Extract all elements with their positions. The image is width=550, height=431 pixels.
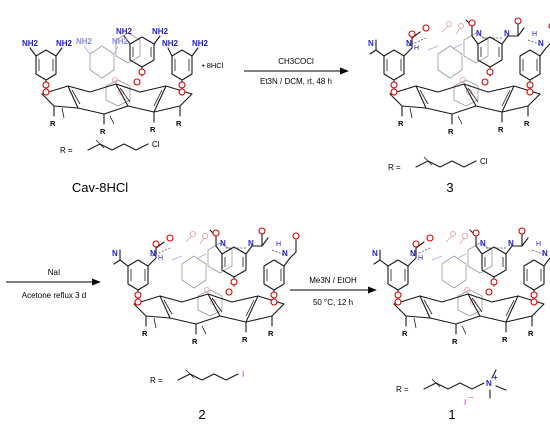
compound-label-3: 3 [446,180,453,195]
molecule-2: N N N N N H H R R R R [112,227,300,346]
nh2-label: NH2 [152,27,169,36]
r-prefix: R = [150,376,163,385]
r-atom: R [268,329,274,338]
r-atom: R [192,337,198,346]
r-definition-1: R = N + I − [396,369,507,407]
reaction-arrow-2: NaI Acetone reflux 3 d [6,268,101,300]
r-atom: R [50,119,56,128]
n-label: N [504,29,510,38]
ammonium-nitrogen: N [486,379,492,388]
r-atom: R [398,119,404,128]
r-definition-2: R = I [150,369,244,385]
nh2-label: NH2 [162,39,179,48]
reaction-arrow-1: CH3COCl Et3N / DCM, rt, 48 h [244,57,349,86]
r-prefix: R = [396,385,409,394]
reaction-arrow-3: Me3N / EtOH 50 °C, 12 h [290,276,377,307]
n-label: N [508,239,514,248]
condition-label: 50 °C, 12 h [313,298,353,307]
r-definition-3: R = Cl [388,156,488,172]
r-atom: R [448,127,454,136]
condition-label: Et3N / DCM, rt, 48 h [260,77,332,86]
h-label: H [536,241,541,248]
r-prefix: R = [388,163,401,172]
n-label: N [368,39,374,48]
r-atom: R [498,125,504,134]
ammonium-charge: + [493,373,498,382]
n-label: N [112,249,118,258]
salt-label: • 8HCl [202,61,224,70]
h-label: H [414,45,419,52]
n-label: N [248,239,254,248]
compound-label-cav-8hcl: Cav-8HCl [72,180,128,195]
nh2-label: NH2 [56,39,73,48]
chlorine-terminus: Cl [152,140,160,149]
molecule-cav-8hcl: NH2 NH2 NH2 NH2 NH2 NH2 NH2 NH2 • 8HCl R… [22,27,224,136]
r-atom: R [528,329,534,338]
n-label: N [542,249,548,258]
compound-label-2: 2 [198,407,205,422]
r-atom: R [502,335,508,344]
reagent-label: Me3N / EtOH [309,276,357,285]
nh2-label: NH2 [76,37,93,46]
iodide-charge: − [469,393,474,402]
r-atom: R [150,125,156,134]
molecule-1: N N N N N H H R R R R [372,227,550,346]
r-definition-cav: R = Cl [60,139,160,155]
h-label: H [532,31,537,38]
r-prefix: R = [60,146,73,155]
condition-label: Acetone reflux 3 d [22,291,86,300]
r-atom: R [242,335,248,344]
r-atom: R [176,119,182,128]
n-label: N [406,39,412,48]
h-label: H [418,255,423,262]
n-label: N [480,239,486,248]
n-label: N [476,29,482,38]
nh2-label: NH2 [112,37,129,46]
reagent-label: NaI [48,268,60,277]
n-label: N [372,249,378,258]
r-atom: R [142,329,148,338]
n-label: N [220,239,226,248]
iodine-terminus: I [242,370,244,379]
h-label: H [158,255,163,262]
nh2-label: NH2 [22,39,39,48]
r-atom: R [100,127,106,136]
r-atom: R [402,329,408,338]
nh2-label: NH2 [192,39,209,48]
n-label: N [282,249,288,258]
r-atom: R [452,337,458,346]
n-label: N [538,39,544,48]
n-label: N [150,249,156,258]
nh2-label: NH2 [116,27,133,36]
reagent-label: CH3COCl [278,57,314,66]
chlorine-terminus: Cl [480,157,488,166]
molecule-3: N N N N N H H R R R R [368,17,550,136]
compound-label-1: 1 [448,407,455,422]
h-label: H [276,241,281,248]
n-label: N [410,249,416,258]
r-atom: R [524,119,530,128]
iodide-counterion: I [464,398,466,407]
